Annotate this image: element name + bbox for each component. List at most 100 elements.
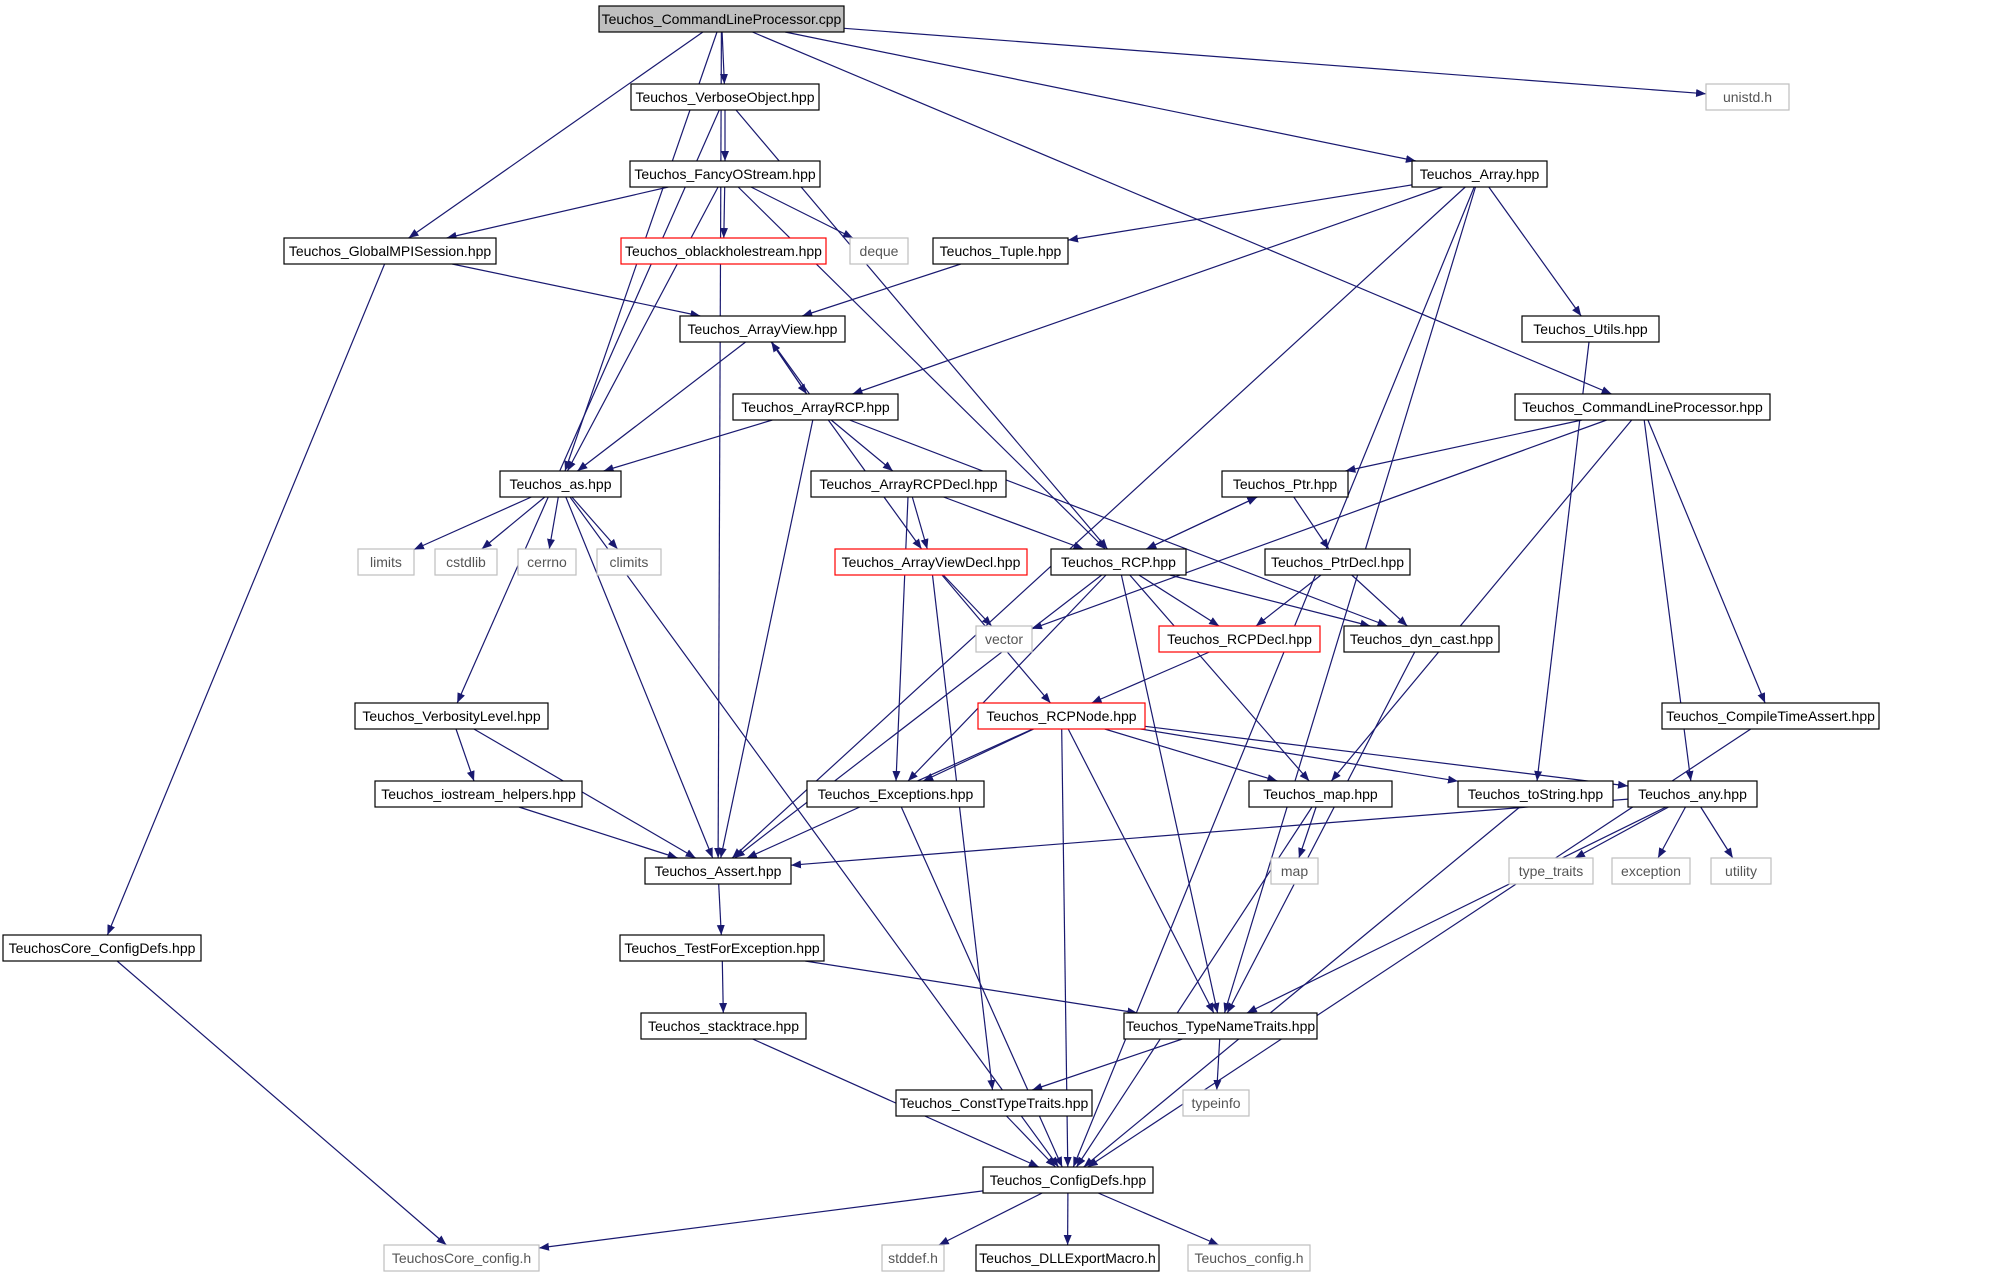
- node-fancy-ostream[interactable]: Teuchos_FancyOStream.hpp: [629, 160, 821, 188]
- edge-root-to-array: [784, 31, 1417, 163]
- node-stddef[interactable]: stddef.h: [881, 1244, 945, 1272]
- edge-rcp-to-assert: [734, 574, 1103, 859]
- edge-any-to-utility: [1700, 806, 1734, 859]
- node-array-rcp[interactable]: Teuchos_ArrayRCP.hpp: [732, 393, 899, 421]
- node-verbose-object[interactable]: Teuchos_VerboseObject.hpp: [630, 83, 820, 111]
- node-exceptions[interactable]: Teuchos_Exceptions.hpp: [806, 780, 985, 808]
- edge-fancy_ostream-to-oblackholestream: [719, 186, 728, 239]
- node-box: [1514, 393, 1771, 421]
- node-box: [640, 1012, 807, 1040]
- node-vector[interactable]: vector: [975, 625, 1033, 653]
- node-label: Teuchos_as.hpp: [510, 476, 612, 492]
- node-core-config-h[interactable]: TeuchosCore_config.h: [383, 1244, 540, 1272]
- node-box: [1182, 1089, 1250, 1117]
- edge-array_view_decl-to-const_type_traits: [931, 574, 996, 1091]
- edge-config_defs-to-core_config_h: [538, 1190, 984, 1251]
- node-box: [283, 237, 497, 265]
- node-box: [1270, 857, 1319, 885]
- node-box: [982, 1166, 1154, 1194]
- node-label: Teuchos_any.hpp: [1638, 786, 1747, 802]
- node-dyn-cast[interactable]: Teuchos_dyn_cast.hpp: [1343, 625, 1500, 653]
- node-box: [975, 1244, 1160, 1272]
- node-rcp-node[interactable]: Teuchos_RCPNode.hpp: [977, 702, 1146, 730]
- node-oblackholestream[interactable]: Teuchos_oblackholestream.hpp: [620, 237, 827, 265]
- edge-test_for_exception-to-type_name_traits: [805, 960, 1138, 1016]
- node-box: [499, 470, 622, 498]
- node-label: Teuchos_oblackholestream.hpp: [625, 243, 822, 259]
- node-array-rcp-decl[interactable]: Teuchos_ArrayRCPDecl.hpp: [810, 470, 1007, 498]
- node-array-view-decl[interactable]: Teuchos_ArrayViewDecl.hpp: [834, 548, 1028, 576]
- node-utils[interactable]: Teuchos_Utils.hpp: [1521, 315, 1660, 343]
- node-to-string[interactable]: Teuchos_toString.hpp: [1457, 780, 1614, 808]
- node-root[interactable]: Teuchos_CommandLineProcessor.cpp: [598, 5, 845, 33]
- node-any[interactable]: Teuchos_any.hpp: [1627, 780, 1758, 808]
- node-iostream-helpers[interactable]: Teuchos_iostream_helpers.hpp: [374, 780, 583, 808]
- edge-clp_hpp-to-compile_time_assert: [1647, 419, 1766, 704]
- edge-test_for_exception-to-stacktrace: [719, 960, 728, 1014]
- node-compile-time-assert[interactable]: Teuchos_CompileTimeAssert.hpp: [1661, 702, 1880, 730]
- edge-array_rcp_decl-to-exceptions: [892, 496, 909, 782]
- node-map[interactable]: map: [1270, 857, 1319, 885]
- node-dll-export[interactable]: Teuchos_DLLExportMacro.h: [975, 1244, 1160, 1272]
- node-core-config-defs[interactable]: TeuchosCore_ConfigDefs.hpp: [2, 934, 202, 962]
- node-box: [1158, 625, 1321, 653]
- node-test-for-exception[interactable]: Teuchos_TestForException.hpp: [619, 934, 825, 962]
- node-exception[interactable]: exception: [1611, 857, 1691, 885]
- node-limits[interactable]: limits: [357, 548, 415, 576]
- node-ptr[interactable]: Teuchos_Ptr.hpp: [1221, 470, 1349, 498]
- node-unistd[interactable]: unistd.h: [1705, 83, 1790, 111]
- node-label: utility: [1725, 863, 1757, 879]
- node-label: limits: [370, 554, 402, 570]
- node-global-mpi-session[interactable]: Teuchos_GlobalMPISession.hpp: [283, 237, 497, 265]
- node-label: Teuchos_VerboseObject.hpp: [635, 89, 814, 105]
- node-assert[interactable]: Teuchos_Assert.hpp: [644, 857, 792, 885]
- edge-assert-to-test_for_exception: [716, 883, 725, 936]
- node-rcp[interactable]: Teuchos_RCP.hpp: [1050, 548, 1187, 576]
- dependency-edges: [106, 27, 1766, 1251]
- node-const-type-traits[interactable]: Teuchos_ConstTypeTraits.hpp: [895, 1089, 1093, 1117]
- edge-rcp_node-to-to_string: [1140, 728, 1459, 784]
- node-box: [881, 1244, 945, 1272]
- edge-any-to-type_traits: [1574, 806, 1669, 859]
- header-nodes: Teuchos_CommandLineProcessor.cppTeuchos_…: [2, 5, 1880, 1272]
- node-tuple[interactable]: Teuchos_Tuple.hpp: [932, 237, 1069, 265]
- node-box: [1221, 470, 1349, 498]
- node-verbosity-level[interactable]: Teuchos_VerbosityLevel.hpp: [354, 702, 549, 730]
- edge-array_rcp-to-assert: [718, 419, 814, 859]
- edge-ptr_decl-to-dyn_cast: [1351, 574, 1408, 627]
- node-box: [1627, 780, 1758, 808]
- node-label: Teuchos_Tuple.hpp: [940, 243, 1062, 259]
- node-label: Teuchos_CompileTimeAssert.hpp: [1666, 708, 1875, 724]
- edge-rcp-to-dyn_cast: [1169, 574, 1371, 628]
- edge-array_rcp-to-dyn_cast: [849, 419, 1388, 627]
- node-stacktrace[interactable]: Teuchos_stacktrace.hpp: [640, 1012, 807, 1040]
- node-as[interactable]: Teuchos_as.hpp: [499, 470, 622, 498]
- node-utility[interactable]: utility: [1710, 857, 1772, 885]
- edge-rcp_node-to-exceptions: [922, 728, 1035, 782]
- node-ptr-decl[interactable]: Teuchos_PtrDecl.hpp: [1264, 548, 1411, 576]
- edge-clp_hpp-to-map_hpp: [1330, 419, 1633, 782]
- node-config-h[interactable]: Teuchos_config.h: [1187, 1244, 1311, 1272]
- node-label: Teuchos_FancyOStream.hpp: [634, 166, 816, 182]
- node-cstdlib[interactable]: cstdlib: [434, 548, 498, 576]
- edge-rcp_decl-to-rcp_node: [1091, 651, 1210, 704]
- node-box: [644, 857, 792, 885]
- node-rcp-decl[interactable]: Teuchos_RCPDecl.hpp: [1158, 625, 1321, 653]
- node-cerrno[interactable]: cerrno: [517, 548, 577, 576]
- node-config-defs[interactable]: Teuchos_ConfigDefs.hpp: [982, 1166, 1154, 1194]
- node-type-name-traits[interactable]: Teuchos_TypeNameTraits.hpp: [1123, 1012, 1318, 1040]
- node-box: [374, 780, 583, 808]
- node-box: [810, 470, 1007, 498]
- node-array[interactable]: Teuchos_Array.hpp: [1411, 160, 1548, 188]
- node-typeinfo[interactable]: typeinfo: [1182, 1089, 1250, 1117]
- node-type-traits[interactable]: type_traits: [1508, 857, 1594, 885]
- node-map-hpp[interactable]: Teuchos_map.hpp: [1248, 780, 1393, 808]
- node-deque[interactable]: deque: [849, 237, 909, 265]
- node-box: [1457, 780, 1614, 808]
- node-array-view[interactable]: Teuchos_ArrayView.hpp: [679, 315, 846, 343]
- node-clp-hpp[interactable]: Teuchos_CommandLineProcessor.hpp: [1514, 393, 1771, 421]
- node-climits[interactable]: climits: [596, 548, 662, 576]
- edge-root-to-global_mpi_session: [408, 31, 704, 239]
- node-box: [1123, 1012, 1318, 1040]
